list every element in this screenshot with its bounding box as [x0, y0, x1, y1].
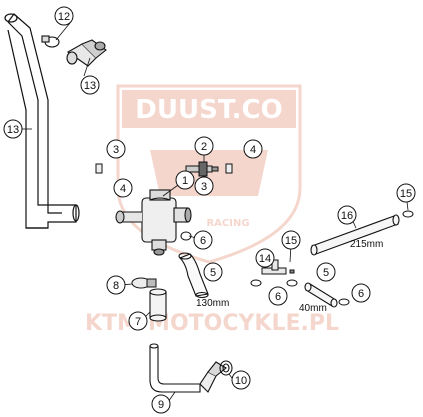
part-12-hose-clamp	[41, 35, 60, 48]
part-6-hose-clamp-t	[250, 279, 298, 287]
part-3-screw-left	[95, 163, 103, 174]
part-5-hose-left	[178, 252, 209, 299]
callout-4-right: 4	[243, 139, 263, 159]
svg-text:2: 2	[201, 141, 207, 153]
callout-13: 13	[80, 75, 100, 95]
part-13-elbow-connector	[66, 39, 107, 67]
callout-3-left: 3	[106, 139, 126, 159]
callout-8: 8	[106, 275, 126, 295]
part-11-air-pipe	[4, 13, 80, 229]
callout-1: 1	[175, 170, 195, 190]
part-5-hose-right	[304, 282, 338, 308]
svg-text:6: 6	[200, 235, 206, 247]
svg-text:15: 15	[400, 188, 412, 200]
svg-text:4: 4	[120, 183, 126, 195]
watermark-logo-band	[122, 90, 296, 128]
part-1-secondary-air-valve	[115, 189, 192, 256]
callout-16: 16	[337, 205, 357, 225]
callout-3-right: 3	[194, 176, 214, 196]
svg-text:14: 14	[259, 253, 271, 265]
dimension-hose-16: 215mm	[350, 239, 383, 250]
part-14-t-connector	[261, 259, 295, 275]
callout-6-t: 6	[268, 286, 288, 306]
dimension-hose-5-left: 130mm	[196, 298, 229, 309]
callout-7: 7	[128, 311, 148, 331]
callout-2: 2	[194, 136, 214, 156]
svg-text:16: 16	[341, 210, 353, 222]
part-9-elbow-pipe	[149, 343, 227, 393]
watermark-footer-text: KTM-MOTOCYKLE.PL	[85, 311, 339, 336]
part-3-screw-right	[225, 163, 233, 174]
svg-text:7: 7	[135, 316, 141, 328]
svg-text:8: 8	[113, 280, 119, 292]
dimension-hose-5-right: 40mm	[299, 303, 327, 314]
callout-4-left: 4	[113, 178, 133, 198]
callout-14: 14	[255, 248, 275, 268]
callout-6-valve: 6	[193, 230, 213, 250]
part-16-hose-long	[310, 214, 400, 256]
svg-text:13: 13	[7, 124, 19, 136]
watermark: DUUST.CO RACING KTM-MOTOCYKLE.PL	[85, 84, 339, 336]
svg-text:9: 9	[158, 399, 164, 411]
svg-text:15: 15	[285, 235, 297, 247]
callout-9: 9	[151, 394, 171, 414]
svg-text:3: 3	[113, 144, 119, 156]
svg-text:4: 4	[250, 144, 256, 156]
svg-text:5: 5	[210, 267, 216, 279]
callout-11: 13	[3, 119, 23, 139]
svg-text:6: 6	[358, 288, 364, 300]
callout-15-upper: 15	[396, 183, 416, 203]
part-8-clamp	[131, 277, 157, 289]
svg-text:1: 1	[182, 175, 188, 187]
part-7-rubber-sleeve	[149, 288, 167, 322]
svg-text:3: 3	[201, 181, 207, 193]
watermark-tagline: RACING	[206, 218, 249, 229]
svg-text:13: 13	[84, 80, 96, 92]
callout-5-left: 5	[203, 262, 223, 282]
svg-text:12: 12	[58, 11, 70, 23]
svg-text:10: 10	[235, 375, 247, 387]
callout-10: 10	[231, 370, 251, 390]
watermark-logo-text: DUUST.CO	[135, 95, 282, 125]
callout-15-lower: 15	[281, 230, 301, 250]
svg-text:6: 6	[275, 291, 281, 303]
part-15-hose-clamp-upper	[402, 210, 414, 218]
callout-6-right: 6	[351, 283, 371, 303]
part-6-hose-clamp-right	[338, 298, 350, 306]
part-6-hose-clamp-valve	[180, 231, 192, 241]
callout-5-right: 5	[316, 262, 336, 282]
svg-text:5: 5	[323, 267, 329, 279]
part-2-bolt	[185, 161, 219, 177]
callout-12: 12	[54, 6, 74, 26]
part-10-o-ring	[219, 360, 233, 376]
